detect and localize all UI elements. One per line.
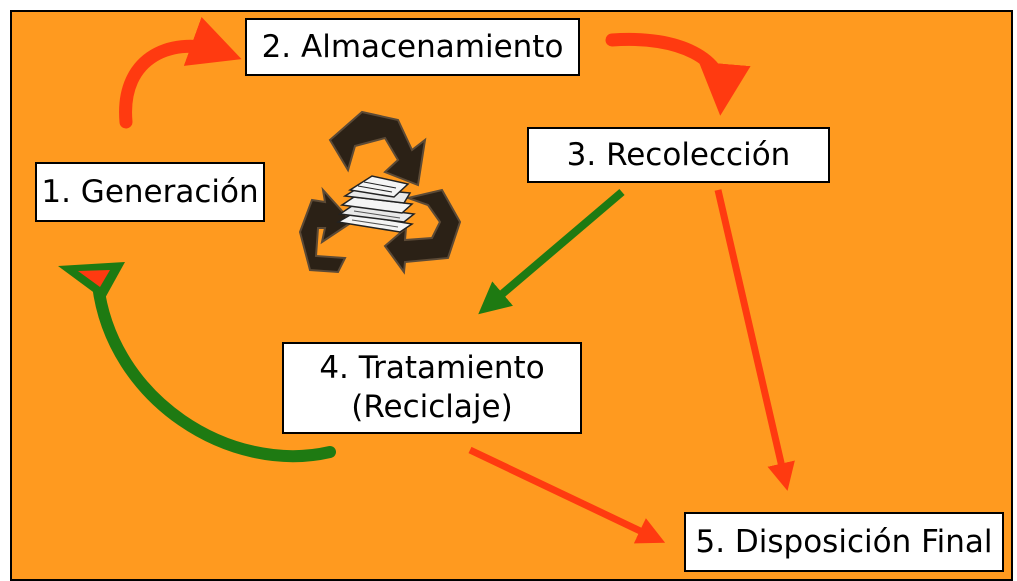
node-disposicion: 5. Disposición Final [684, 512, 1004, 572]
arrow-tratamiento-to-disposicion [468, 446, 666, 544]
node-tratamiento-label-line1: 4. Tratamiento [319, 350, 545, 387]
node-recoleccion-label: 3. Recolección [566, 136, 791, 173]
node-almacenamiento: 2. Almacenamiento [245, 18, 580, 76]
node-generacion-label: 1. Generación [41, 173, 259, 210]
node-recoleccion: 3. Recolección [527, 127, 830, 183]
node-almacenamiento-label: 2. Almacenamiento [261, 28, 564, 65]
arrow-generacion-to-almacenamiento [119, 16, 242, 129]
recycling-symbol-icon [298, 110, 462, 275]
node-disposicion-label: 5. Disposición Final [695, 523, 993, 560]
node-generacion: 1. Generación [35, 162, 265, 222]
arrow-tratamiento-to-generacion [92, 279, 336, 463]
node-tratamiento-label-line2: (Reciclaje) [351, 389, 513, 425]
arrow-recoleccion-to-disposicion [714, 189, 795, 491]
arrowhead-generacion [58, 262, 125, 300]
arrow-almacenamiento-to-recoleccion [605, 32, 751, 116]
arrow-recoleccion-to-tratamiento [478, 188, 625, 315]
newspaper-stack-icon [335, 175, 416, 233]
node-tratamiento: 4. Tratamiento (Reciclaje) [282, 342, 582, 434]
arrowhead-generacion-inner [78, 270, 110, 287]
